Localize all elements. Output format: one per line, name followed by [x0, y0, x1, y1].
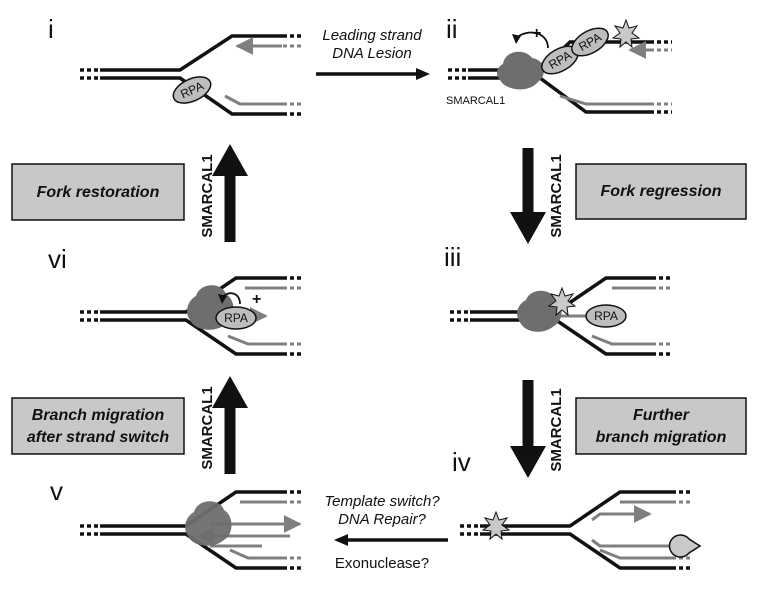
arrow-i-to-ii: Leading strand DNA Lesion — [316, 27, 430, 80]
arrow-v-to-vi: SMARCAL1 — [199, 376, 248, 474]
rpa-protein — [172, 76, 212, 104]
further-branch-migration-box: Further branch migration — [575, 397, 747, 455]
rpa-label: RPA — [594, 309, 618, 323]
smarcal1-label: SMARCAL1 — [446, 95, 505, 107]
branch-migration-line2: after strand switch — [27, 429, 169, 446]
branch-migration-switch-box: Branch migration after strand switch — [11, 397, 185, 455]
plus-sign: + — [252, 291, 261, 308]
rpa-protein — [215, 306, 257, 330]
panel-iii-fork: RPA — [450, 276, 672, 356]
rpa-protein — [585, 304, 627, 328]
smarcal1-vertical-label: SMARCAL1 — [199, 386, 216, 469]
template-switch-label: Template switch? — [324, 493, 440, 510]
smarcal1-vertical-label: SMARCAL1 — [199, 154, 216, 237]
fork-regression-box: Fork regression — [575, 163, 747, 220]
panel-iv-fork — [460, 490, 702, 570]
smarcal1-vertical-label: SMARCAL1 — [548, 388, 565, 471]
panel-iv-label: iv — [452, 447, 471, 477]
panel-ii-fork: RPA RPA + SMARCAL1 — [446, 18, 672, 114]
panel-iii-label: iii — [444, 242, 461, 272]
panel-ii-label: ii — [446, 14, 458, 44]
rpa-protein — [571, 27, 609, 57]
arrow-iii-to-iv: SMARCAL1 — [510, 380, 565, 478]
panel-v-fork — [80, 490, 303, 570]
smarcal1-vertical-label: SMARCAL1 — [548, 154, 565, 237]
leading-strand-label: Leading strand — [322, 27, 422, 44]
panel-v-label: v — [50, 476, 63, 506]
smarcal1-protein — [517, 290, 562, 332]
plus-sign: + — [532, 25, 541, 42]
lesion-star-icon — [611, 18, 641, 49]
exonuclease-label: Exonuclease? — [335, 555, 429, 572]
lesion-star-icon — [481, 510, 511, 541]
panel-i-fork: RPA — [80, 34, 303, 116]
fork-restoration-label: Fork restoration — [37, 184, 160, 201]
panel-vi-fork: RPA + — [80, 276, 303, 356]
arrow-ii-to-iii: SMARCAL1 — [510, 148, 565, 244]
arrow-vi-to-i: SMARCAL1 — [199, 144, 248, 242]
smarcal1-protein — [185, 501, 232, 546]
rpa-label: RPA — [224, 311, 248, 325]
smarcal1-protein — [496, 51, 544, 90]
further-line1: Further — [633, 407, 690, 424]
dna-lesion-label: DNA Lesion — [332, 45, 411, 62]
arrow-iv-to-v: Template switch? DNA Repair? Exonuclease… — [324, 493, 448, 572]
fork-regression-label: Fork regression — [601, 183, 722, 200]
panel-vi-label: vi — [48, 244, 67, 274]
further-line2: branch migration — [596, 429, 727, 446]
fork-restoration-box: Fork restoration — [11, 163, 185, 221]
lesion-star-icon — [547, 286, 577, 317]
exonuclease-pacman-icon — [668, 534, 702, 558]
dna-repair-label: DNA Repair? — [338, 511, 426, 528]
panel-i-label: i — [48, 14, 54, 44]
branch-migration-line1: Branch migration — [32, 407, 165, 424]
